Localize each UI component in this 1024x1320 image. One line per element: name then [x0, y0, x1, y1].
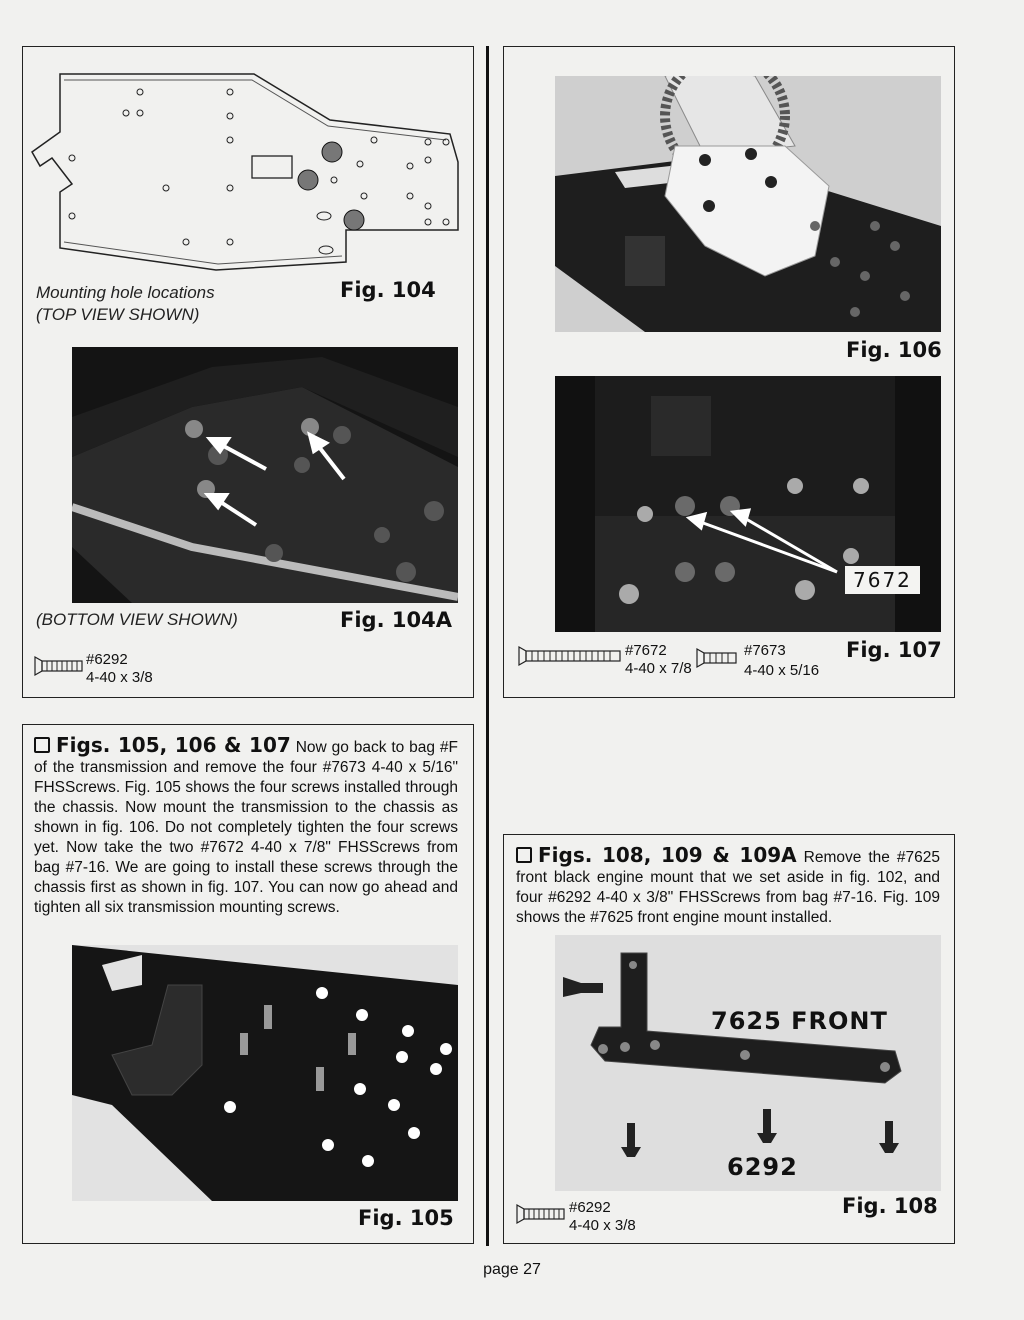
step1-panel [22, 724, 474, 1244]
fig104-label: Fig. 104 [340, 278, 436, 302]
long-screw-icon [518, 645, 621, 667]
step2-checkbox[interactable] [516, 847, 532, 863]
fig106-label: Fig. 106 [846, 338, 942, 362]
short-screw-icon [696, 647, 737, 669]
fig104-caption-2: (TOP VIEW SHOWN) [36, 305, 200, 324]
screw-icon [34, 655, 83, 677]
page-number: page 27 [483, 1261, 541, 1278]
screw-icon-2 [516, 1203, 565, 1225]
fig107-photo: 7672 [555, 376, 941, 632]
fig104a-part-size: 4-40 x 3/8 [86, 669, 153, 686]
fig104-panel [22, 46, 474, 698]
step2-text: Figs. 108, 109 & 109A Remove the #7625 f… [516, 845, 940, 928]
fig107-part1-number: #7672 [625, 642, 667, 659]
fig107-part1-size: 4-40 x 7/8 [625, 660, 692, 677]
step1-text: Figs. 105, 106 & 107 Now go back to bag … [34, 735, 458, 918]
step1-heading: Figs. 105, 106 & 107 [56, 733, 291, 757]
fig104a-label: Fig. 104A [340, 608, 452, 632]
fig108-part-number: #6292 [569, 1199, 611, 1216]
fig105-label: Fig. 105 [358, 1206, 454, 1230]
fig108-photo: 7625 FRONT 6292 [555, 935, 941, 1191]
fig108-photo-label-top: 7625 FRONT [711, 1007, 888, 1035]
fig104a-caption: (BOTTOM VIEW SHOWN) [36, 610, 238, 629]
fig108-part-size: 4-40 x 3/8 [569, 1217, 636, 1234]
step2-body: Remove the #7625 front black engine moun… [516, 849, 941, 926]
column-divider [486, 46, 489, 1246]
fig107-part2-number: #7673 [744, 642, 786, 659]
fig104-caption-1: Mounting hole locations [36, 283, 215, 302]
step2-heading: Figs. 108, 109 & 109A [538, 843, 797, 867]
fig108-label: Fig. 108 [842, 1194, 938, 1218]
fig105-photo [72, 945, 458, 1201]
chassis-top-diagram [31, 73, 459, 271]
fig107-part2-size: 4-40 x 5/16 [744, 662, 820, 679]
step2-panel [503, 834, 955, 1244]
fig106-photo [555, 76, 941, 332]
fig107-label: Fig. 107 [846, 638, 942, 662]
fig104a-part-number: #6292 [86, 651, 128, 668]
fig106-panel [503, 46, 955, 698]
fig108-photo-label-bottom: 6292 [727, 1153, 798, 1181]
step1-checkbox[interactable] [34, 737, 50, 753]
fig104a-photo [72, 347, 458, 603]
fig107-photo-label: 7672 [845, 566, 920, 594]
step1-body: Now go back to bag #F of the transmissio… [34, 739, 458, 916]
